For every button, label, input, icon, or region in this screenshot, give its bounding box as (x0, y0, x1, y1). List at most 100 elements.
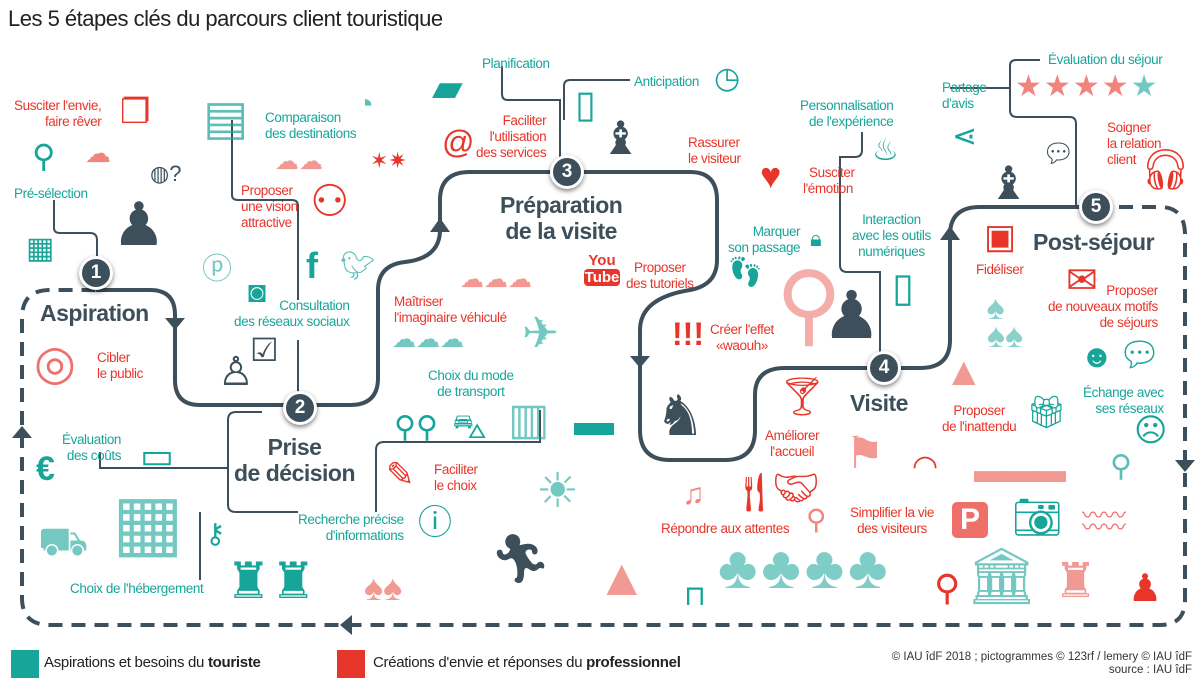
bench-icon: ⊓ (684, 580, 706, 611)
label-line: des tutoriels (626, 276, 694, 291)
arrow-left-6 (340, 615, 352, 635)
step-title-aspiration: Aspiration (40, 300, 149, 326)
label-line: de transport (437, 384, 505, 399)
step-title-line: de la visite (505, 218, 617, 244)
label-line: Rassurer (688, 135, 740, 150)
legend-text: Créations d'envie et réponses du (373, 654, 587, 671)
connector-lines (53, 59, 1077, 580)
map-pin-pink-icon: ⚲ (806, 504, 827, 535)
star-icon: ★ (1015, 70, 1044, 103)
music-icon: ♫ (682, 478, 705, 511)
label-line: Consultation (279, 298, 350, 313)
label-line: avec les outils (852, 228, 931, 243)
label-line: Faciliter (502, 113, 547, 128)
label-line: Proposer (634, 260, 686, 275)
chat-icon: 💬︎ (1118, 336, 1162, 374)
label-line: attractive (241, 215, 292, 230)
map-icon: ▤ (203, 92, 249, 145)
waves-icon: 〰〰〰〰 (1082, 503, 1127, 540)
step-title-preparation: Préparation de la visite (500, 192, 623, 244)
legend-text-bold: touriste (207, 654, 261, 671)
step-number-2: 2 (283, 391, 317, 425)
arrow-up-2 (430, 218, 450, 232)
credit-line: source : IAU îdF (1108, 664, 1192, 676)
label-line: Évaluation (62, 432, 122, 447)
sad-face-icon: ☹ (1134, 412, 1168, 448)
mail-icon: ✉ (1066, 260, 1098, 302)
step-title-decision: Prise de décision (234, 434, 356, 486)
calendar-icon: ▦ (26, 232, 55, 265)
arrow-down-3 (630, 356, 650, 368)
arrow-down-1 (165, 318, 185, 330)
label-line: Échange avec (1083, 385, 1164, 400)
step-number-4: 4 (867, 351, 901, 385)
clouds-teal-icon: ☁☁☁ (392, 326, 464, 353)
globe-question-icon: ◍? (150, 161, 182, 186)
cutlery-icon: 🍴︎ (730, 472, 779, 514)
path-segment-return-dashed (20, 205, 1187, 627)
map-pin-red-icon: ⚲ (934, 567, 961, 608)
label-evaluation-sejour: Évaluation du séjour (1048, 52, 1163, 67)
lock-icon: 🔒︎ (810, 226, 822, 251)
heart-icon: ♥ (760, 155, 782, 196)
credits: © IAU îdF 2018 ; pictogrammes © 123rf / … (892, 651, 1192, 677)
label-susciter-envie: Susciter l'envie,faire rêver (14, 98, 102, 130)
label-line: de l'inattendu (942, 419, 1017, 434)
parking-icon: P (952, 502, 988, 538)
headset-icon: 🎧︎ (1140, 148, 1191, 192)
train-icon: ▥ (508, 395, 550, 444)
euro-icon: € (36, 450, 55, 488)
legend-text-bold: professionnel (586, 654, 681, 671)
twitter-icon: 🐦︎ (340, 250, 376, 281)
label-hebergement: Choix de l'hébergement (70, 581, 204, 596)
youtube-text: You (588, 252, 616, 269)
thinking-person-icon: ♟ (112, 191, 166, 258)
pine-trees-icon: ♠♠ (364, 567, 403, 608)
cake-icon: ♨ (872, 134, 899, 167)
label-line: une vision (241, 199, 298, 214)
label-line: le visiteur (688, 151, 741, 166)
label-line: le public (97, 366, 143, 381)
exclamation-icon: !!! (672, 316, 704, 352)
label-line: de l'expérience (809, 114, 894, 129)
person-sitting-icon: ♝ (988, 157, 1030, 209)
clouds-icon: ☁☁ (275, 148, 323, 175)
label-line: des destinations (265, 126, 357, 141)
bust-statue-icon: ♟ (1128, 568, 1163, 610)
label-line: Personnalisation (800, 98, 894, 113)
label-line: l'accueil (770, 444, 815, 459)
airplane-icon: ✈ (522, 309, 559, 358)
person-laptop-icon: ♙ (218, 350, 254, 394)
label-line: son passage (728, 240, 801, 255)
share-icon: ⋖ (952, 120, 978, 153)
step-title-line: de décision (234, 460, 356, 486)
handshake-icon: 🤝︎ (772, 468, 821, 510)
label-line: le choix (434, 478, 477, 493)
key-icon: ⚷ (205, 518, 226, 549)
hotel-icon: ▦ (112, 480, 184, 565)
star-icon: ★ (1130, 70, 1160, 103)
star-icon: ★ (1101, 70, 1131, 103)
label-line: de nouveaux motifs (1048, 299, 1158, 314)
label-line: ses réseaux (1095, 401, 1164, 416)
label-line: Simplifier la vie (850, 505, 934, 520)
eiffel-tower-icon: ⚲ (776, 255, 842, 355)
label-line: Comparaison (265, 110, 341, 125)
label-line: client (1107, 152, 1137, 167)
clouds-pink-icon: ☁☁☁ (460, 266, 532, 293)
label-line: de séjours (1099, 315, 1159, 330)
signpost-icon: ⚑ (845, 429, 885, 478)
running-person-icon: 🏃︎ (490, 533, 551, 586)
